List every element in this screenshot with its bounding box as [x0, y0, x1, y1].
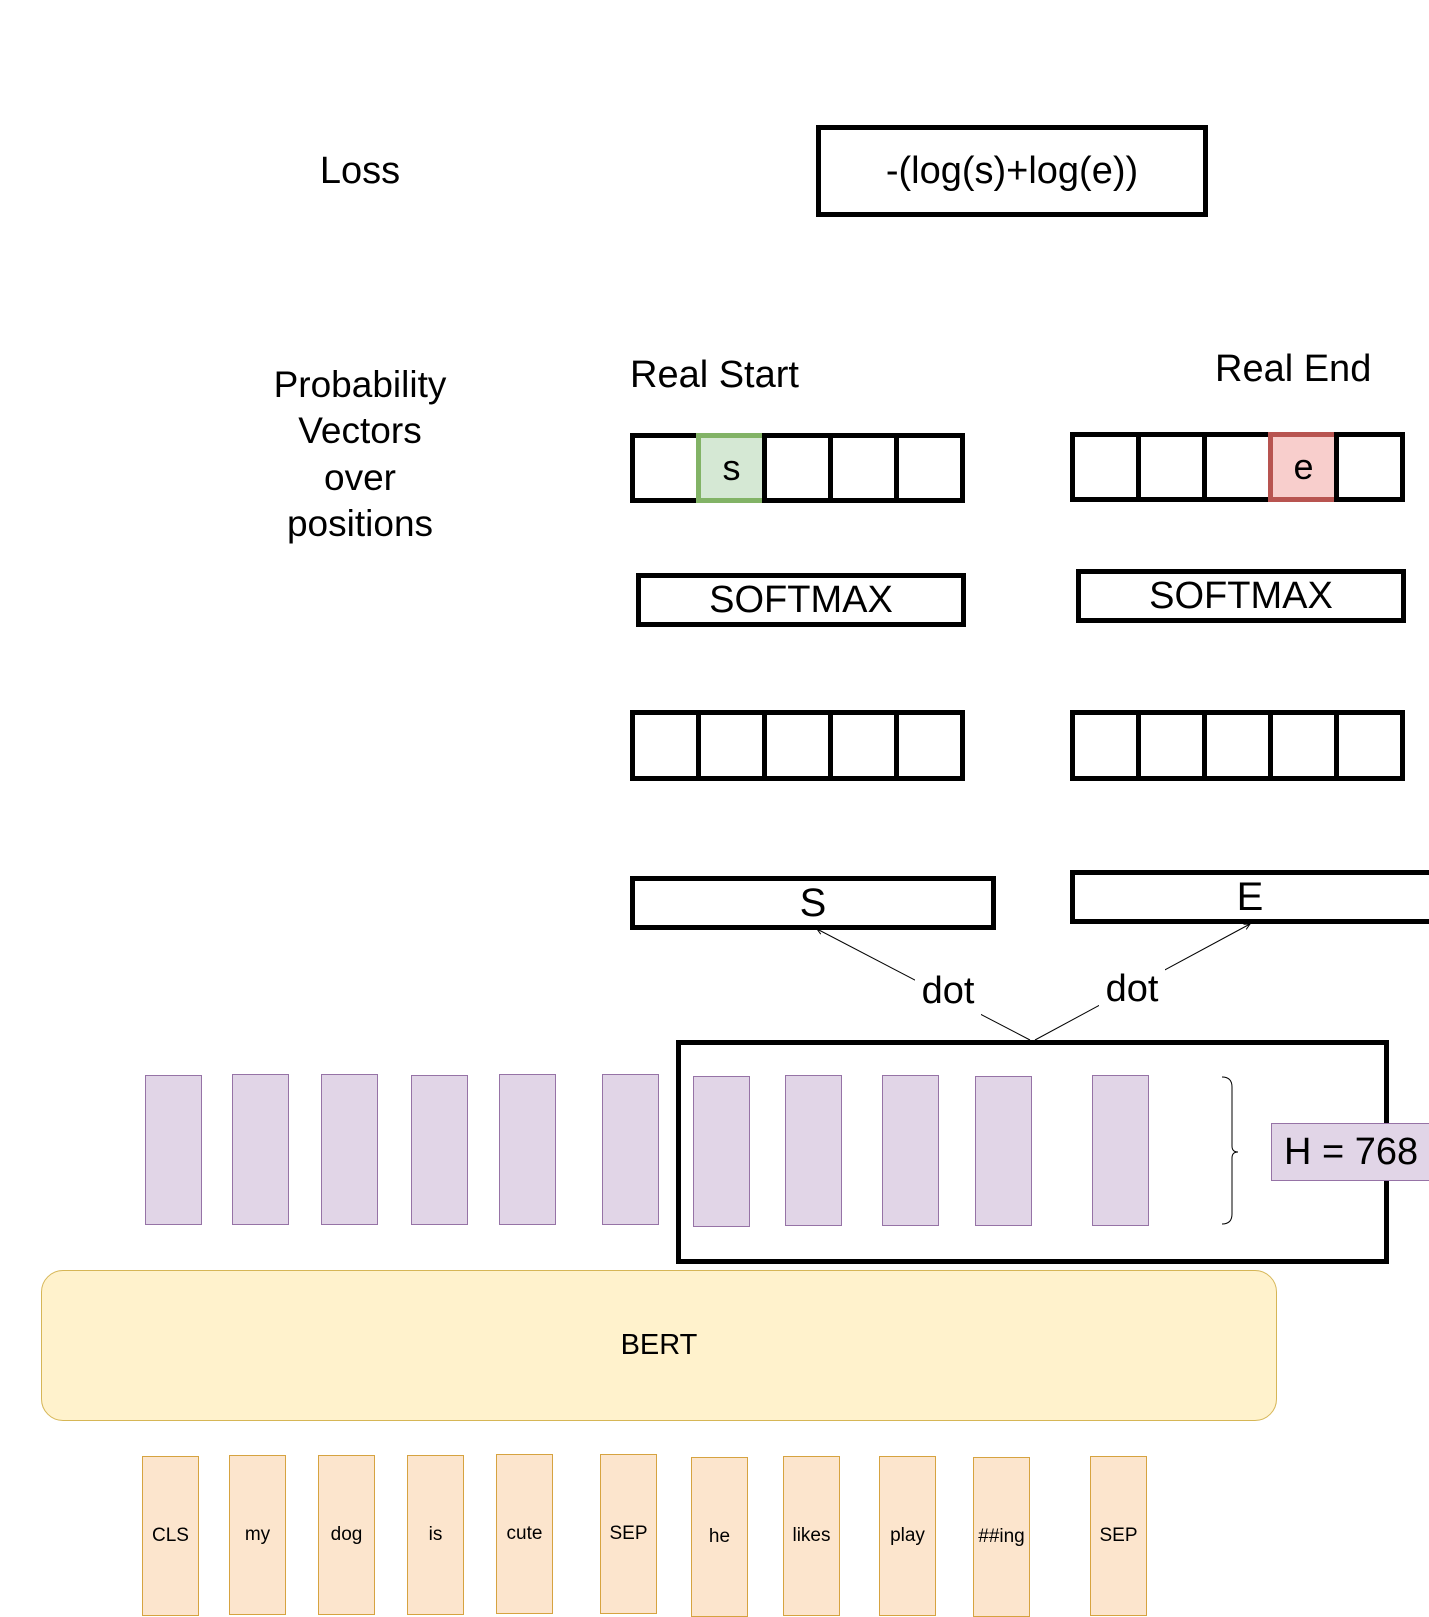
token-cls: CLS	[142, 1456, 199, 1616]
token: is	[407, 1455, 464, 1615]
probability-label-line: over	[324, 456, 396, 498]
hidden-vector	[411, 1075, 468, 1225]
probability-row-label: Probability Vectors over positions	[240, 362, 480, 547]
bert-label: BERT	[620, 1329, 698, 1361]
hidden-vector	[1092, 1075, 1149, 1226]
end-logit-cell	[1334, 710, 1405, 781]
dot-label-start: dot	[915, 968, 981, 1016]
token: likes	[783, 1456, 840, 1616]
start-prob-cell	[630, 433, 701, 503]
start-softmax-label: SOFTMAX	[709, 578, 893, 621]
probability-label-line: positions	[286, 502, 434, 544]
end-softmax-box: SOFTMAX	[1076, 569, 1406, 623]
loss-formula-box: -(log(s)+log(e))	[816, 125, 1208, 217]
start-logit-cell	[762, 710, 833, 781]
start-vector-box: S	[630, 876, 996, 930]
token: cute	[496, 1454, 553, 1614]
token-sep: SEP	[1090, 1456, 1147, 1616]
start-logit-cell	[894, 710, 965, 781]
hidden-vector	[785, 1075, 842, 1226]
token: dog	[318, 1455, 375, 1615]
hidden-size-label: H = 768	[1271, 1123, 1429, 1181]
hidden-vector	[602, 1074, 659, 1225]
token: he	[691, 1457, 748, 1617]
hidden-vector	[499, 1074, 556, 1225]
end-logit-cell	[1070, 710, 1141, 781]
start-softmax-box: SOFTMAX	[636, 573, 966, 627]
hidden-vector	[232, 1074, 289, 1225]
bert-encoder-block: BERT	[41, 1270, 1277, 1421]
hidden-vector	[975, 1076, 1032, 1226]
hidden-vector	[693, 1076, 750, 1227]
start-logit-cell	[630, 710, 701, 781]
probability-label-line: Vectors	[298, 410, 422, 452]
loss-formula: -(log(s)+log(e))	[885, 149, 1139, 192]
end-softmax-label: SOFTMAX	[1149, 574, 1333, 617]
end-prob-cell	[1334, 432, 1405, 502]
start-prob-cell-highlighted: s	[696, 433, 767, 503]
start-prob-cell	[894, 433, 965, 503]
hidden-size-text: H = 768	[1284, 1130, 1419, 1173]
probability-label-line: Probability	[273, 364, 447, 405]
real-start-title: Real Start	[630, 354, 799, 396]
end-prob-cell	[1070, 432, 1141, 502]
real-end-title: Real End	[1215, 348, 1372, 390]
token-sep: SEP	[600, 1454, 657, 1614]
dot-label-end: dot	[1099, 966, 1165, 1014]
token: play	[879, 1456, 936, 1616]
hidden-vector	[145, 1075, 202, 1225]
end-vector-label: E	[1236, 874, 1264, 919]
end-logit-cell	[1268, 710, 1339, 781]
start-vector-label: S	[799, 880, 827, 925]
end-vector-box: E	[1070, 870, 1429, 924]
token: ##ing	[973, 1457, 1030, 1617]
loss-row-label: Loss	[319, 150, 401, 192]
hidden-vector	[882, 1075, 939, 1226]
hidden-vector	[321, 1074, 378, 1225]
token: my	[229, 1455, 286, 1615]
hidden-size-brace	[1221, 1076, 1239, 1225]
